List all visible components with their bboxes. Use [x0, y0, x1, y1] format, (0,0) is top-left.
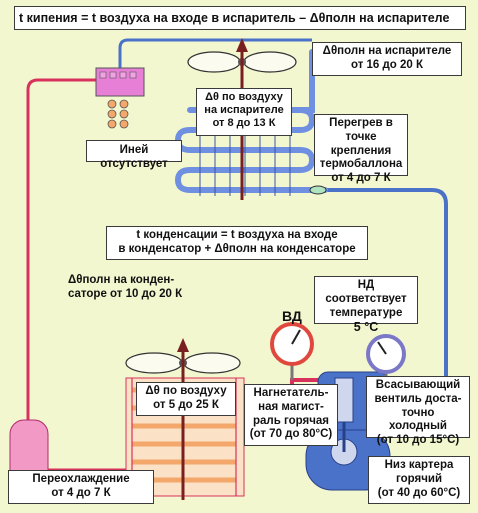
- low-pressure-gauge-icon: [366, 334, 406, 380]
- superheat-line1: Перегрев в: [329, 117, 393, 129]
- low-pressure-line3: 5 °С: [353, 320, 379, 335]
- low-pressure-line2: температуре: [329, 306, 403, 319]
- evaporator-air-delta-line3: от 8 до 13 К: [212, 117, 276, 130]
- evaporator-total-delta-line2: от 16 до 20 К: [350, 58, 424, 71]
- suction-line3: точно холодный: [388, 406, 447, 433]
- discharge-line2: ная магист-: [258, 400, 324, 413]
- superheat-box: Перегрев в точке крепления термобаллона …: [314, 114, 408, 184]
- condensing-formula-line2: в конденсатор + Δθполн на конденсаторе: [118, 242, 356, 255]
- discharge-line4: (от 70 до 80°С): [249, 428, 333, 441]
- sensing-bulb-icon: [309, 185, 327, 195]
- subcooling-box: Переохлаждение от 4 до 7 К: [8, 470, 154, 504]
- evaporator-fan-icon: [187, 51, 297, 73]
- expansion-valve-icon: [95, 67, 145, 129]
- condenser-total-delta-label: Δθполн на конден- саторе от 10 до 20 К: [68, 274, 218, 302]
- superheat-line3: термобаллона: [319, 158, 403, 171]
- condenser-total-delta-line1: Δθполн на конден-: [68, 274, 175, 286]
- discharge-line1: Нагнетатель-: [253, 387, 329, 399]
- superheat-line2: точке крепления: [330, 130, 392, 157]
- condenser-air-delta-line2: от 5 до 25 К: [153, 398, 219, 411]
- liquid-line: [26, 78, 96, 438]
- condenser-total-delta-line2: саторе от 10 до 20 К: [68, 287, 183, 300]
- high-pressure-gauge-icon: [270, 322, 314, 380]
- evaporator-total-delta-line1: Δθполн на испарителе: [322, 45, 452, 57]
- evaporator-air-delta-line1: Δθ по воздуху: [205, 91, 283, 103]
- condensing-formula-line1: t конденсации = t воздуха на входе: [136, 229, 338, 241]
- suction-line1: Всасывающий: [375, 379, 461, 391]
- crankcase-line1: Низ картера: [384, 459, 454, 471]
- evaporating-temperature-formula: t кипения = t воздуха на входе в испарит…: [14, 6, 466, 30]
- condenser-airflow-arrow: [177, 338, 189, 500]
- evaporator-air-delta-line2: на испарителе: [204, 104, 284, 117]
- crankcase-line2: горячий: [395, 472, 443, 485]
- evaporator-air-delta-box: Δθ по воздуху на испарителе от 8 до 13 К: [196, 88, 292, 136]
- crankcase-line3: (от 40 до 60°С): [377, 486, 461, 499]
- condenser-air-delta-box: Δθ по воздуху от 5 до 25 К: [136, 382, 236, 416]
- condensing-temperature-formula: t конденсации = t воздуха на входе в кон…: [106, 226, 368, 260]
- subcooling-line1: Переохлаждение: [32, 473, 130, 485]
- suction-valve-box: Всасывающий вентиль доста- точно холодны…: [366, 376, 470, 446]
- condenser-air-delta-line1: Δθ по воздуху: [145, 385, 227, 397]
- superheat-line4: от 4 до 7 К: [331, 172, 391, 185]
- high-pressure-label: ВД: [282, 308, 302, 324]
- suction-line2: вентиль доста-: [374, 392, 462, 405]
- discharge-line3: раль горячая: [252, 414, 330, 427]
- subcooling-line2: от 4 до 7 К: [51, 486, 111, 499]
- discharge-line-box: Нагнетатель- ная магист- раль горячая (о…: [244, 384, 338, 446]
- evaporator-feed-pipe: [118, 38, 312, 68]
- no-frost-label: Иней отсутствует: [86, 140, 182, 170]
- evaporator-total-delta-box: Δθполн на испарителе от 16 до 20 К: [312, 42, 462, 76]
- low-pressure-line1: НД соответствует: [325, 279, 407, 305]
- crankcase-box: Низ картера горячий (от 40 до 60°С): [368, 456, 470, 504]
- distributor-icon: [107, 99, 129, 129]
- suction-line4: (от 10 до 15°С): [376, 434, 460, 447]
- low-pressure-box: НД соответствует температуре 5 °С: [314, 276, 418, 334]
